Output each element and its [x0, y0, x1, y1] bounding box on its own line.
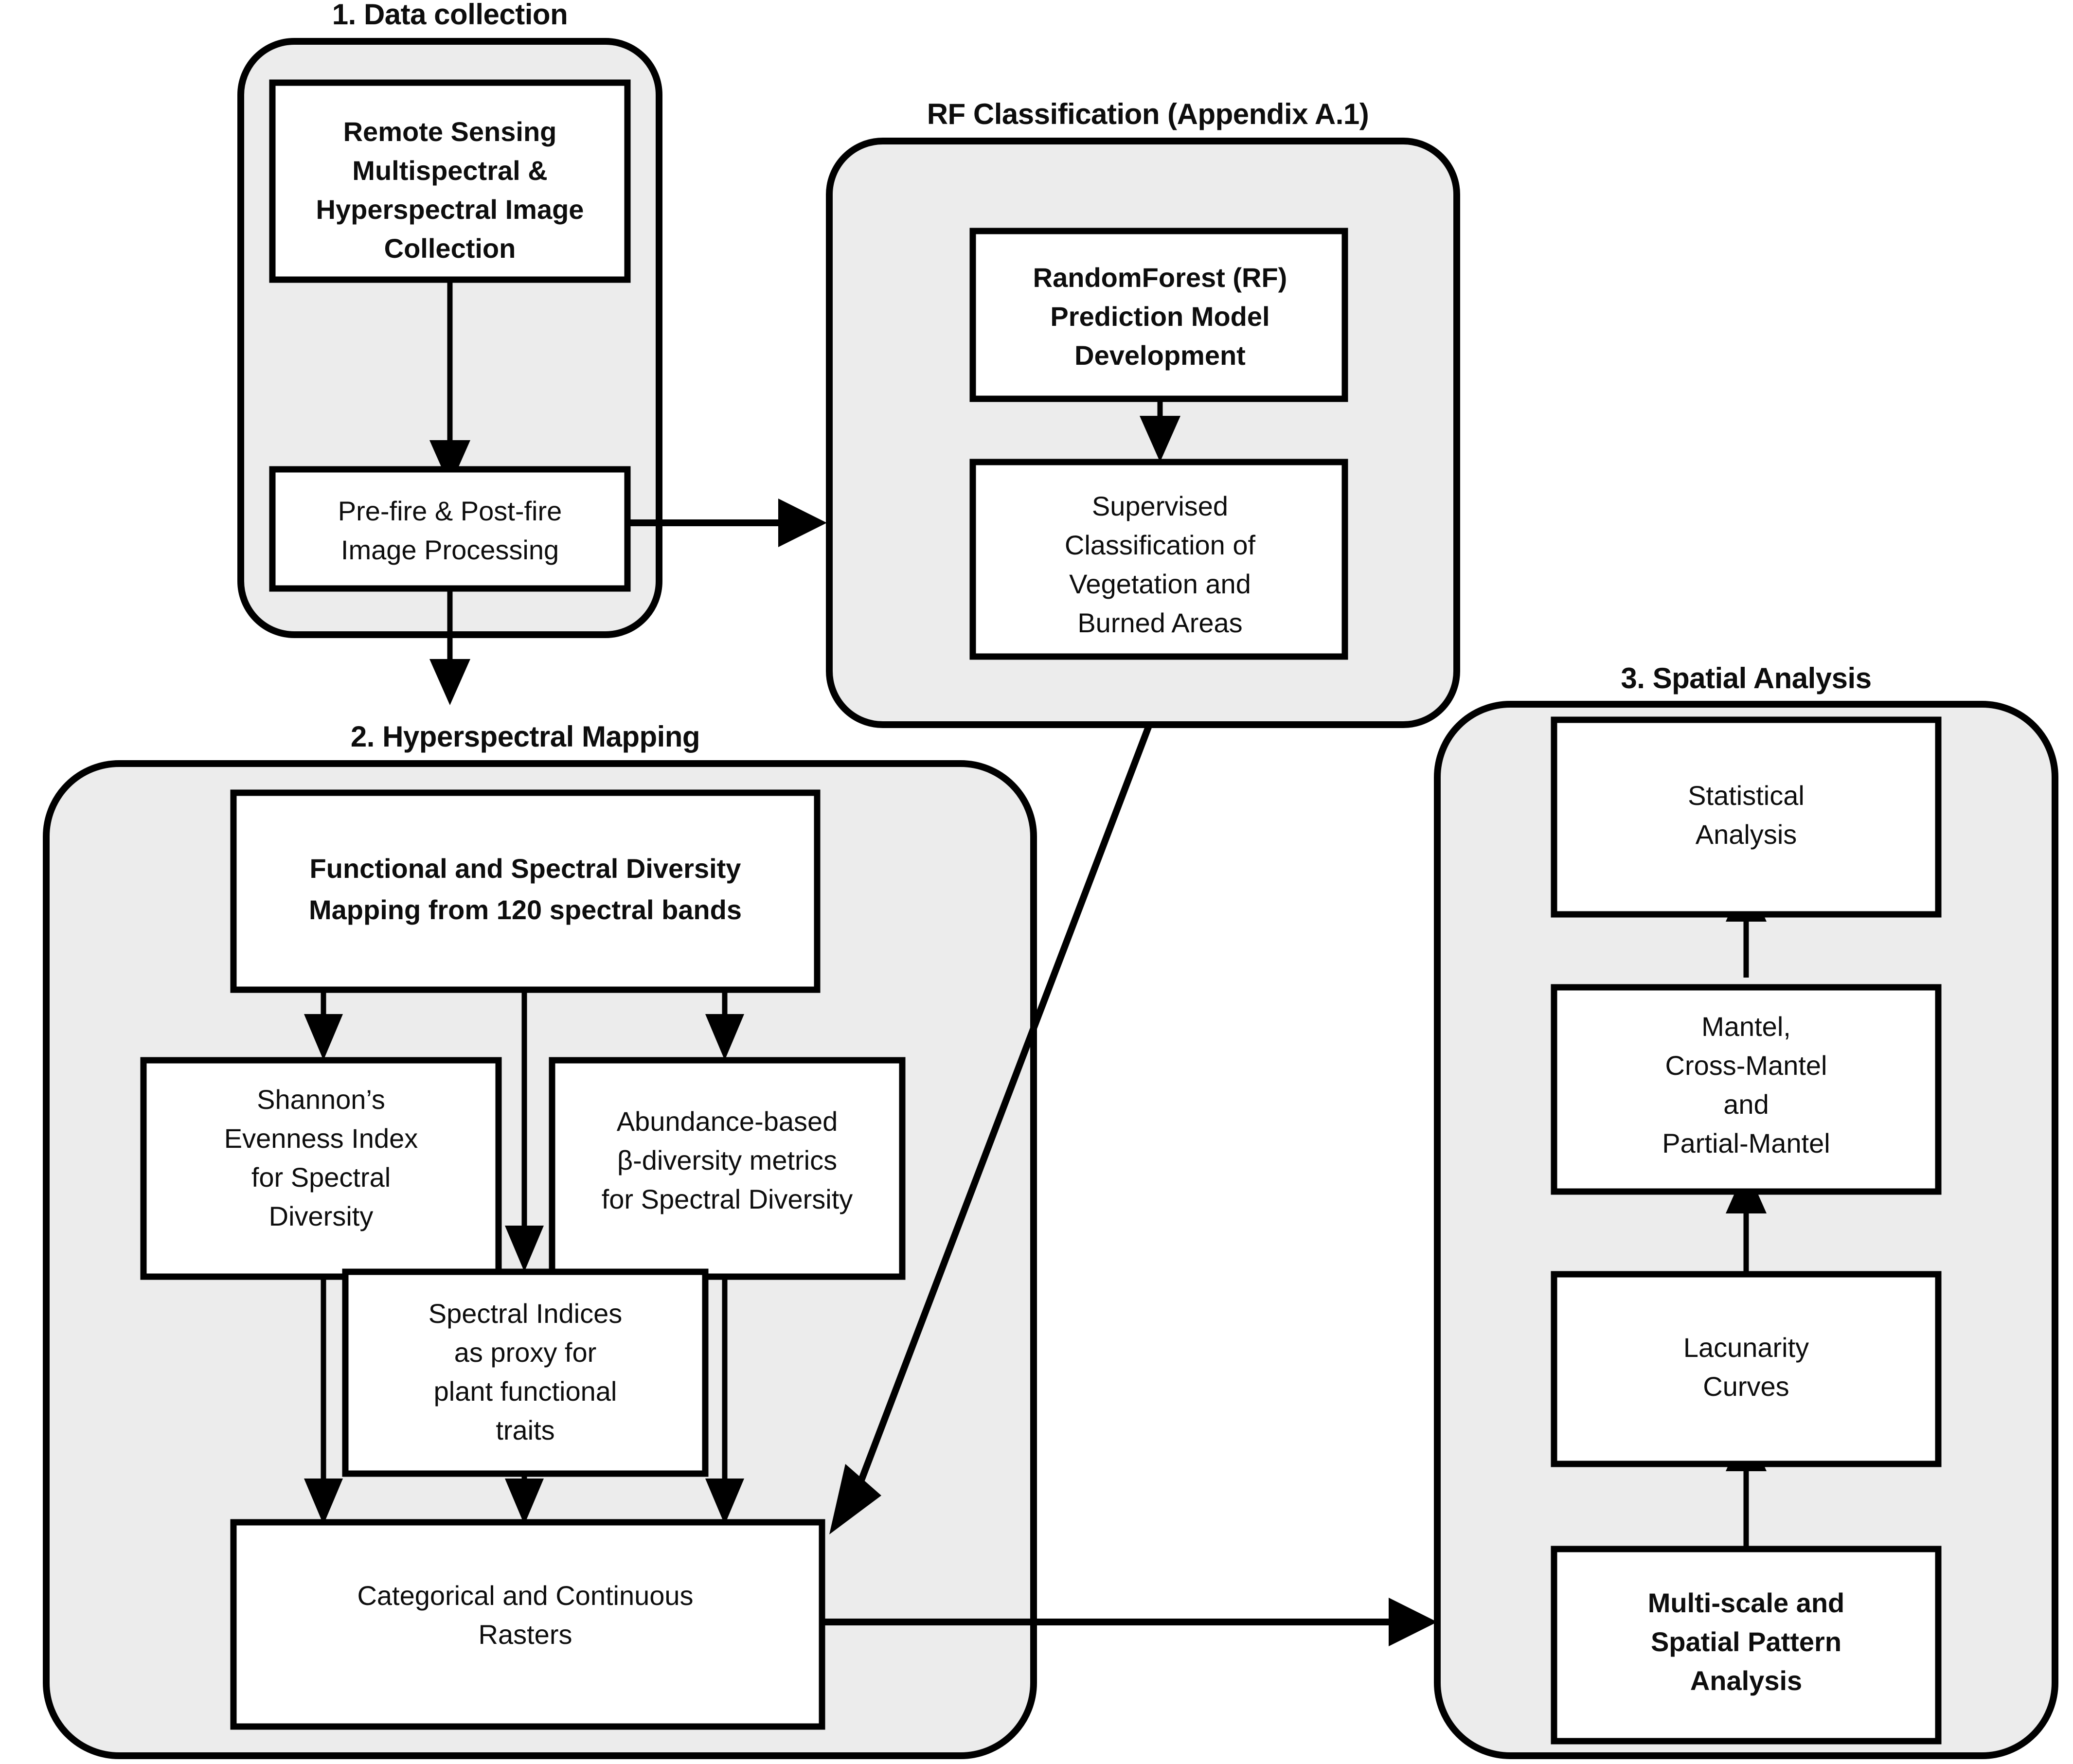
arrowhead-mapping-to-abundance	[705, 1014, 744, 1060]
svg-text:Diversity: Diversity	[269, 1201, 374, 1231]
svg-text:Mantel,: Mantel,	[1701, 1011, 1791, 1042]
arrowhead-shannon-to-rasters	[304, 1479, 343, 1525]
node-statistical-analysis-label: Statistical Analysis	[1688, 780, 1805, 850]
svg-text:β-diversity metrics: β-diversity metrics	[617, 1145, 837, 1176]
node-lacunarity-curves-box[interactable]	[1551, 1271, 1942, 1467]
svg-text:Image Processing: Image Processing	[341, 535, 559, 565]
arrowhead-prefire-to-hyperspectral	[429, 659, 470, 705]
node-categorical-rasters-label: Categorical and Continuous Rasters	[357, 1580, 693, 1650]
svg-text:plant functional: plant functional	[434, 1376, 617, 1407]
svg-text:Remote Sensing: Remote Sensing	[343, 116, 557, 147]
node-categorical-rasters-box[interactable]	[230, 1519, 825, 1730]
arrowhead-rf-to-supervised	[1140, 416, 1180, 462]
svg-text:Rasters: Rasters	[479, 1619, 572, 1650]
arrowhead-spectral-indices-to-rasters	[505, 1479, 544, 1525]
svg-text:RandomForest (RF): RandomForest (RF)	[1033, 262, 1287, 293]
svg-text:Multi-scale and: Multi-scale and	[1648, 1587, 1845, 1618]
svg-text:Mapping from 120 spectral band: Mapping from 120 spectral bands	[309, 894, 742, 925]
svg-text:Shannon’s: Shannon’s	[257, 1084, 385, 1115]
node-mantel-tests-label: Mantel, Cross-Mantel and Partial-Mantel	[1662, 1011, 1830, 1158]
svg-text:Functional and Spectral Divers: Functional and Spectral Diversity	[310, 853, 741, 884]
svg-text:Analysis: Analysis	[1696, 819, 1797, 850]
svg-text:for Spectral: for Spectral	[251, 1162, 391, 1193]
node-supervised-classification-box[interactable]	[969, 459, 1348, 660]
arrowhead-rf-to-rasters	[829, 1464, 881, 1534]
svg-text:Spatial Pattern: Spatial Pattern	[1651, 1626, 1841, 1657]
node-rf-model-label: RandomForest (RF) Prediction Model Devel…	[1033, 262, 1287, 371]
svg-text:Vegetation and: Vegetation and	[1069, 569, 1251, 599]
svg-text:Multispectral &: Multispectral &	[352, 155, 547, 186]
svg-text:as proxy for: as proxy for	[454, 1337, 597, 1368]
node-rf-model-box[interactable]	[969, 228, 1348, 402]
svg-text:Curves: Curves	[1703, 1371, 1789, 1402]
group-title-data-collection: 1. Data collection	[332, 0, 568, 31]
arrowhead-remote-to-prefire	[429, 440, 470, 486]
svg-text:Supervised: Supervised	[1092, 491, 1228, 521]
node-prefire-postfire-label: Pre-fire & Post-fire Image Processing	[338, 496, 562, 565]
svg-text:Lacunarity: Lacunarity	[1683, 1332, 1809, 1363]
svg-text:Development: Development	[1074, 340, 1246, 371]
node-statistical-analysis-box[interactable]	[1551, 716, 1942, 918]
svg-text:for Spectral Diversity: for Spectral Diversity	[602, 1184, 853, 1214]
node-remote-sensing-label: Remote Sensing Multispectral & Hyperspec…	[316, 116, 584, 264]
arrowhead-prefire-to-rf	[778, 499, 827, 547]
node-multiscale-spatial-label: Multi-scale and Spatial Pattern Analysis	[1648, 1587, 1845, 1696]
node-shannons-evenness-box[interactable]	[140, 1057, 502, 1280]
node-functional-spectral-mapping-label: Functional and Spectral Diversity Mappin…	[309, 853, 742, 925]
svg-text:Collection: Collection	[384, 233, 516, 264]
svg-text:Spectral Indices: Spectral Indices	[429, 1298, 622, 1329]
node-spectral-indices-label: Spectral Indices as proxy for plant func…	[429, 1298, 622, 1445]
svg-text:Burned Areas: Burned Areas	[1077, 607, 1242, 638]
node-supervised-classification-label: Supervised Classification of Vegetation …	[1065, 491, 1256, 638]
node-prefire-postfire-box[interactable]	[269, 466, 631, 592]
svg-text:traits: traits	[496, 1415, 554, 1445]
svg-text:Analysis: Analysis	[1690, 1665, 1802, 1696]
svg-text:Pre-fire & Post-fire: Pre-fire & Post-fire	[338, 496, 562, 526]
arrowhead-mapping-to-shannon	[304, 1014, 343, 1060]
arrowhead-mapping-to-spectral-indices	[505, 1226, 544, 1272]
connector-rf-to-rasters	[850, 723, 1153, 1502]
node-multiscale-spatial-box[interactable]	[1551, 1546, 1942, 1745]
svg-text:Partial-Mantel: Partial-Mantel	[1662, 1128, 1830, 1158]
node-lacunarity-curves-label: Lacunarity Curves	[1683, 1332, 1809, 1402]
node-shannons-evenness-label: Shannon’s Evenness Index for Spectral Di…	[224, 1084, 418, 1231]
svg-text:Cross-Mantel: Cross-Mantel	[1665, 1050, 1827, 1081]
svg-text:Classification of: Classification of	[1065, 530, 1256, 560]
svg-text:Evenness Index: Evenness Index	[224, 1123, 418, 1154]
node-spectral-indices-box[interactable]	[342, 1268, 709, 1477]
node-abundance-beta-box[interactable]	[549, 1057, 906, 1280]
svg-text:and: and	[1723, 1089, 1769, 1120]
svg-text:Abundance-based: Abundance-based	[617, 1106, 838, 1137]
group-title-spatial-analysis: 3. Spatial Analysis	[1621, 662, 1871, 695]
node-functional-spectral-mapping-box[interactable]	[230, 789, 821, 993]
group-title-hyperspectral-mapping: 2. Hyperspectral Mapping	[351, 720, 700, 753]
node-mantel-tests-box[interactable]	[1551, 984, 1942, 1195]
arrowhead-rasters-to-spatial	[1389, 1598, 1437, 1646]
svg-text:Categorical and Continuous: Categorical and Continuous	[357, 1580, 693, 1611]
svg-text:Statistical: Statistical	[1688, 780, 1805, 811]
svg-text:Hyperspectral Image: Hyperspectral Image	[316, 194, 584, 225]
group-hyperspectral-mapping	[43, 760, 1037, 1759]
arrowhead-abundance-to-rasters	[705, 1479, 744, 1525]
node-abundance-beta-label: Abundance-based β-diversity metrics for …	[602, 1106, 853, 1214]
svg-text:Prediction Model: Prediction Model	[1050, 301, 1269, 332]
node-remote-sensing-box[interactable]	[269, 79, 631, 283]
group-title-rf-classification: RF Classification (Appendix A.1)	[927, 98, 1369, 130]
